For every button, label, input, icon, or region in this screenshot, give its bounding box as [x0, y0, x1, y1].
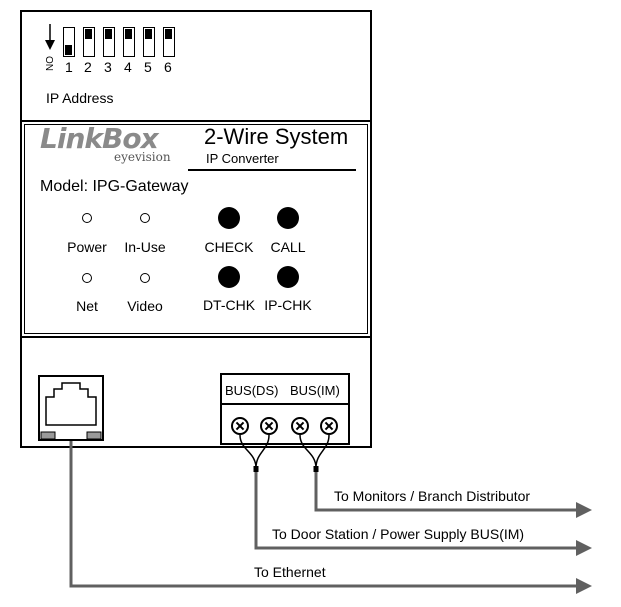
bus-im-label: BUS(IM) [290, 383, 340, 398]
dip-switch-6[interactable] [163, 27, 175, 57]
ip-chk-label: IP-CHK [264, 297, 312, 313]
dip-switch-4[interactable] [123, 27, 135, 57]
down-arrow-icon [45, 24, 55, 50]
ip-chk-button[interactable] [277, 266, 299, 288]
dip-number-3: 3 [104, 59, 112, 75]
ip-address-label: IP Address [46, 90, 114, 106]
monitors-wire-label: To Monitors / Branch Distributor [334, 488, 531, 504]
bus-ds-label: BUS(DS) [225, 383, 279, 398]
door-station-wire [239, 434, 592, 556]
dip-number-2: 2 [84, 59, 92, 75]
dt-chk-label: DT-CHK [202, 297, 256, 313]
door-station-wire-label: To Door Station / Power Supply BUS(IM) [272, 526, 525, 542]
terminal-screw-ds-1[interactable] [231, 417, 249, 435]
system-subtitle: IP Converter [206, 151, 279, 166]
net-label: Net [76, 298, 98, 314]
rj45-port-icon[interactable] [38, 375, 104, 441]
monitors-wire [299, 434, 592, 518]
power-label: Power [67, 239, 107, 255]
title-underline [188, 169, 356, 171]
front-panel-outer [20, 120, 372, 338]
ethernet-wire [69, 441, 592, 594]
dip-number-4: 4 [124, 59, 132, 75]
in-use-led [140, 213, 150, 223]
dip-switch-1[interactable] [63, 27, 75, 57]
dip-switch-2[interactable] [83, 27, 95, 57]
brand-logo: LinkBox eyevision [40, 124, 190, 168]
call-button[interactable] [277, 207, 299, 229]
check-button[interactable] [218, 207, 240, 229]
door-station-arrow-icon [576, 540, 592, 556]
check-label: CHECK [204, 239, 254, 255]
monitors-arrow-icon [576, 502, 592, 518]
call-label: CALL [270, 239, 306, 255]
front-panel-inner [24, 124, 368, 334]
video-label: Video [127, 298, 163, 314]
brand-logo-text: LinkBox [40, 122, 159, 155]
terminal-screw-im-2[interactable] [320, 417, 338, 435]
ethernet-wire-label: To Ethernet [254, 564, 326, 580]
system-title: 2-Wire System [204, 124, 349, 149]
dip-number-6: 6 [164, 59, 172, 75]
terminal-divider [220, 403, 350, 405]
dt-chk-button[interactable] [218, 266, 240, 288]
dip-number-1: 1 [65, 59, 73, 75]
ethernet-arrow-icon [576, 578, 592, 594]
brand-logo-subtext: eyevision [114, 150, 171, 164]
terminal-block [220, 373, 350, 445]
terminal-screw-ds-2[interactable] [260, 417, 278, 435]
video-led [140, 273, 150, 283]
in-use-label: In-Use [124, 239, 166, 255]
model-label: Model: IPG-Gateway [40, 178, 189, 195]
dip-switch-3[interactable] [103, 27, 115, 57]
dip-switch-5[interactable] [143, 27, 155, 57]
dip-number-5: 5 [144, 59, 152, 75]
net-led [82, 273, 92, 283]
terminal-screw-im-1[interactable] [291, 417, 309, 435]
power-led [82, 213, 92, 223]
